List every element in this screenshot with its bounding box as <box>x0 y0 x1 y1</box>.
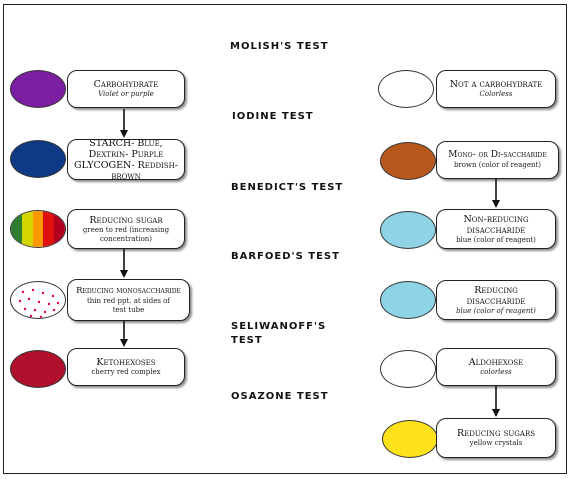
reducing-sugar-box: Reducing sugar green to red (increasing … <box>67 209 185 249</box>
precipitate-dot <box>37 300 41 304</box>
reducing-mono-title: Reducing monosaccharide <box>76 285 181 296</box>
mono-di-title: Mono- or Di-saccharide <box>448 150 547 160</box>
aldohexose-box: Aldohexose colorless <box>436 348 556 386</box>
glycogen-line: GLYCOGEN- Reddish-brown <box>74 159 178 182</box>
starch-box: STARCH- Blue, Dextrin- Purple GLYCOGEN- … <box>67 137 185 182</box>
color-stripe <box>21 211 33 247</box>
precipitate-dot <box>39 315 43 318</box>
ketohexoses-oval <box>10 350 66 388</box>
iodine-test-label: IODINE TEST <box>232 111 314 122</box>
ketohexoses-sub: cherry red complex <box>91 368 161 376</box>
carbohydrate-oval <box>10 70 66 108</box>
reducing-di-sub: blue (color of reagent) <box>456 306 536 315</box>
precipitate-dot <box>52 308 56 312</box>
precipitate-dot <box>31 288 35 292</box>
reducing-sugar-oval <box>10 210 66 248</box>
color-stripe <box>54 211 65 247</box>
not-carb-oval <box>378 70 434 108</box>
not-carb-box: Not a carbohydrate Colorless <box>436 70 556 108</box>
mono-di-oval <box>380 142 436 180</box>
reducing-mono-box: Reducing monosaccharide thin red ppt. at… <box>67 279 190 321</box>
reducing-sugars-sub: yellow crystals <box>469 439 523 447</box>
precipitate-dot <box>18 299 22 303</box>
mono-di-sub: brown (color of reagent) <box>453 161 542 169</box>
ketohexoses-box: Ketohexoses cherry red complex <box>67 348 185 386</box>
reducing-di-box: Reducing disaccharide blue (color of rea… <box>436 280 556 320</box>
red-precipitate-dots <box>18 288 60 318</box>
mono-di-box: Mono- or Di-saccharide brown (color of r… <box>436 141 559 179</box>
precipitate-dot <box>33 308 37 312</box>
reducing-sugars-title: Reducing sugars <box>456 428 536 439</box>
color-stripe <box>11 211 22 247</box>
starch-line: STARCH- Blue, <box>89 137 163 149</box>
not-carb-title: Not a carbohydrate <box>449 79 543 90</box>
barfoed-test-label: BARFOED'S TEST <box>231 251 340 262</box>
non-reducing-sub: blue (color of reagent) <box>456 235 536 244</box>
non-reducing-title1: Non-reducing <box>463 213 529 225</box>
non-reducing-oval <box>380 211 436 249</box>
benedict-test-label: BENEDICT'S TEST <box>231 182 344 193</box>
dextrin-line: Dextrin- Purple <box>88 148 164 160</box>
reducing-di-title1: Reducing <box>474 284 518 296</box>
ketohexoses-title: Ketohexoses <box>96 357 156 368</box>
reducing-sugar-sub1: green to red (increasing <box>82 225 170 234</box>
not-carb-sub: Colorless <box>479 90 513 98</box>
precipitate-dot <box>21 290 25 294</box>
carbohydrate-sub: Violet or purple <box>98 90 154 98</box>
precipitate-dot <box>47 302 51 306</box>
non-reducing-box: Non-reducing disaccharide blue (color of… <box>436 209 556 249</box>
precipitate-dot <box>56 301 60 305</box>
precipitate-dot <box>41 291 45 295</box>
reducing-di-title2: disaccharide <box>466 295 526 307</box>
reducing-di-oval <box>380 281 436 319</box>
non-reducing-title2: disaccharide <box>466 224 526 236</box>
color-stripe <box>43 211 55 247</box>
aldohexose-title: Aldohexose <box>468 357 524 368</box>
precipitate-dot <box>29 314 33 318</box>
color-stripes <box>11 211 65 247</box>
reducing-mono-sub2: test tube <box>112 305 145 314</box>
precipitate-dot <box>27 297 31 301</box>
carbohydrate-box: Carbohydrate Violet or purple <box>67 70 185 108</box>
seliwanoff-test-label-line2: TEST <box>231 335 263 346</box>
carbohydrate-title: Carbohydrate <box>93 79 159 90</box>
reducing-sugar-title: Reducing sugar <box>89 214 163 226</box>
reducing-mono-sub1: thin red ppt. at sides of <box>86 296 170 305</box>
starch-oval <box>10 140 66 178</box>
precipitate-oval <box>10 281 66 319</box>
aldohexose-sub: colorless <box>480 368 512 376</box>
precipitate-dot <box>23 307 27 311</box>
precipitate-dot <box>43 310 47 314</box>
osazone-test-label: OSAZONE TEST <box>231 391 329 402</box>
precipitate-dot <box>51 294 55 298</box>
reducing-sugar-sub2: concentration) <box>99 234 153 243</box>
molish-test-label: MOLISH'S TEST <box>230 41 329 52</box>
color-stripe <box>32 211 44 247</box>
aldohexose-oval <box>380 350 436 388</box>
seliwanoff-test-label: SELIWANOFF'S <box>231 321 327 332</box>
reducing-sugars-box: Reducing sugars yellow crystals <box>436 418 556 458</box>
